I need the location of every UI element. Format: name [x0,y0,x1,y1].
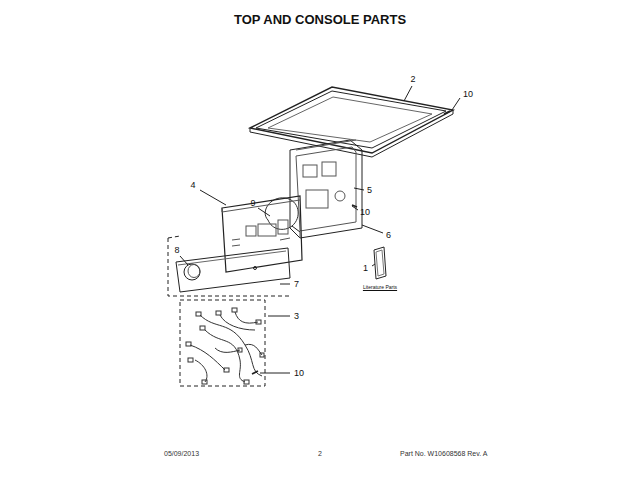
literature-note: Literature Parts [363,285,397,290]
callout-number: 10 [463,90,473,99]
callout-number: 2 [410,75,415,84]
diagram-title: TOP AND CONSOLE PARTS [234,13,406,26]
page-number: 2 [318,450,322,457]
callout-number: 4 [190,181,195,190]
part-number: Part No. W10608568 Rev. A [400,450,487,457]
callout-number: 5 [367,186,372,195]
callout-number: 9 [250,199,255,208]
callout-number: 8 [174,246,179,255]
callout-number: 6 [386,231,391,240]
callout-number: 1 [363,264,368,273]
callout-number: 7 [294,280,299,289]
callout-number: 10 [360,208,370,217]
callout-number: 3 [294,312,299,321]
footer-date: 05/09/2013 [164,450,199,457]
callout-number: 10 [294,369,304,378]
